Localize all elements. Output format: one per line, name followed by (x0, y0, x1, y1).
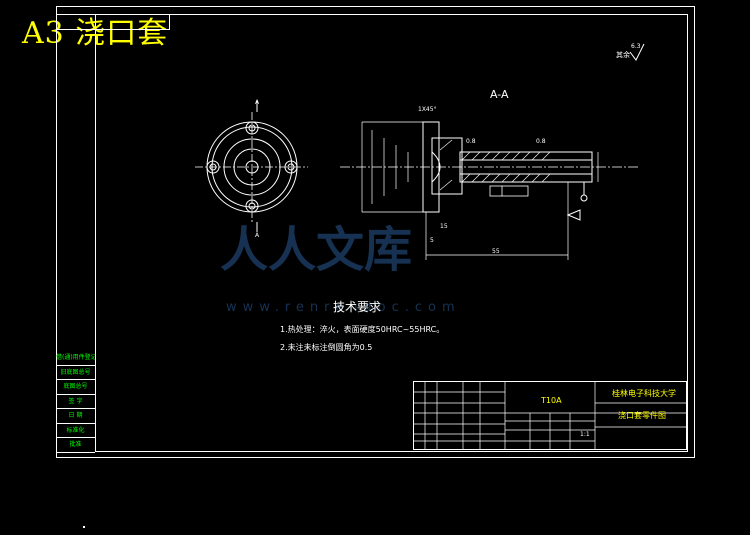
side-cell: 借(通)用件登记 (56, 351, 95, 366)
depth-dim-b: 15 (440, 223, 448, 230)
drawing-title: A3 浇口套 (22, 16, 169, 51)
roughness-symbol (629, 43, 645, 61)
side-cell: 旧底图总号 (56, 366, 95, 380)
material-label: T10A (541, 396, 562, 405)
length-dim: 55 (492, 248, 500, 255)
dot-mark (83, 526, 85, 528)
side-cell: 日 期 (56, 409, 95, 424)
datum-symbol (580, 194, 588, 202)
part-name: 浇口套零件图 (618, 411, 666, 420)
dimension-lines (361, 121, 599, 260)
side-cell: 标准化 (56, 424, 95, 438)
depth-dim-a: 5 (430, 237, 434, 244)
side-cell: 签 字 (56, 395, 95, 409)
section-hatch (439, 139, 551, 191)
title-block (413, 381, 687, 450)
side-column: 借(通)用件登记 旧底图总号 底图总号 签 字 日 期 标准化 批准 (56, 351, 95, 453)
title-block-grid (413, 381, 687, 450)
watermark-text: 人人文库 (220, 222, 413, 278)
school-name: 桂林电子科技大学 (612, 389, 676, 398)
chamfer-dim: 1X45° (418, 106, 437, 113)
view-label-bottom: A (255, 232, 260, 239)
view-label-top: A (255, 99, 260, 106)
roughness-value: 6.3 (631, 43, 641, 50)
roughness-mark-1: 0.8 (536, 138, 546, 145)
requirement-item: 1.热处理：淬火，表面硬度50HRC~55HRC。 (280, 325, 445, 334)
requirements-title: 技术要求 (333, 300, 382, 314)
roughness-note: 其余 (616, 51, 630, 59)
watermark-url: www.renrendoc.com (226, 300, 461, 315)
roughness-mark-2: 0.8 (466, 138, 476, 145)
requirement-item: 2.未注未标注倒圆角为0.5 (280, 343, 373, 352)
side-cell: 批准 (56, 438, 95, 453)
side-cell: 底图总号 (56, 380, 95, 395)
inner-frame (95, 14, 688, 452)
outer-frame (56, 6, 695, 458)
title-box (56, 14, 170, 30)
tolerance-frame (489, 185, 529, 197)
scale-label: 1:1 (580, 431, 590, 438)
section-label: A-A (490, 88, 509, 101)
